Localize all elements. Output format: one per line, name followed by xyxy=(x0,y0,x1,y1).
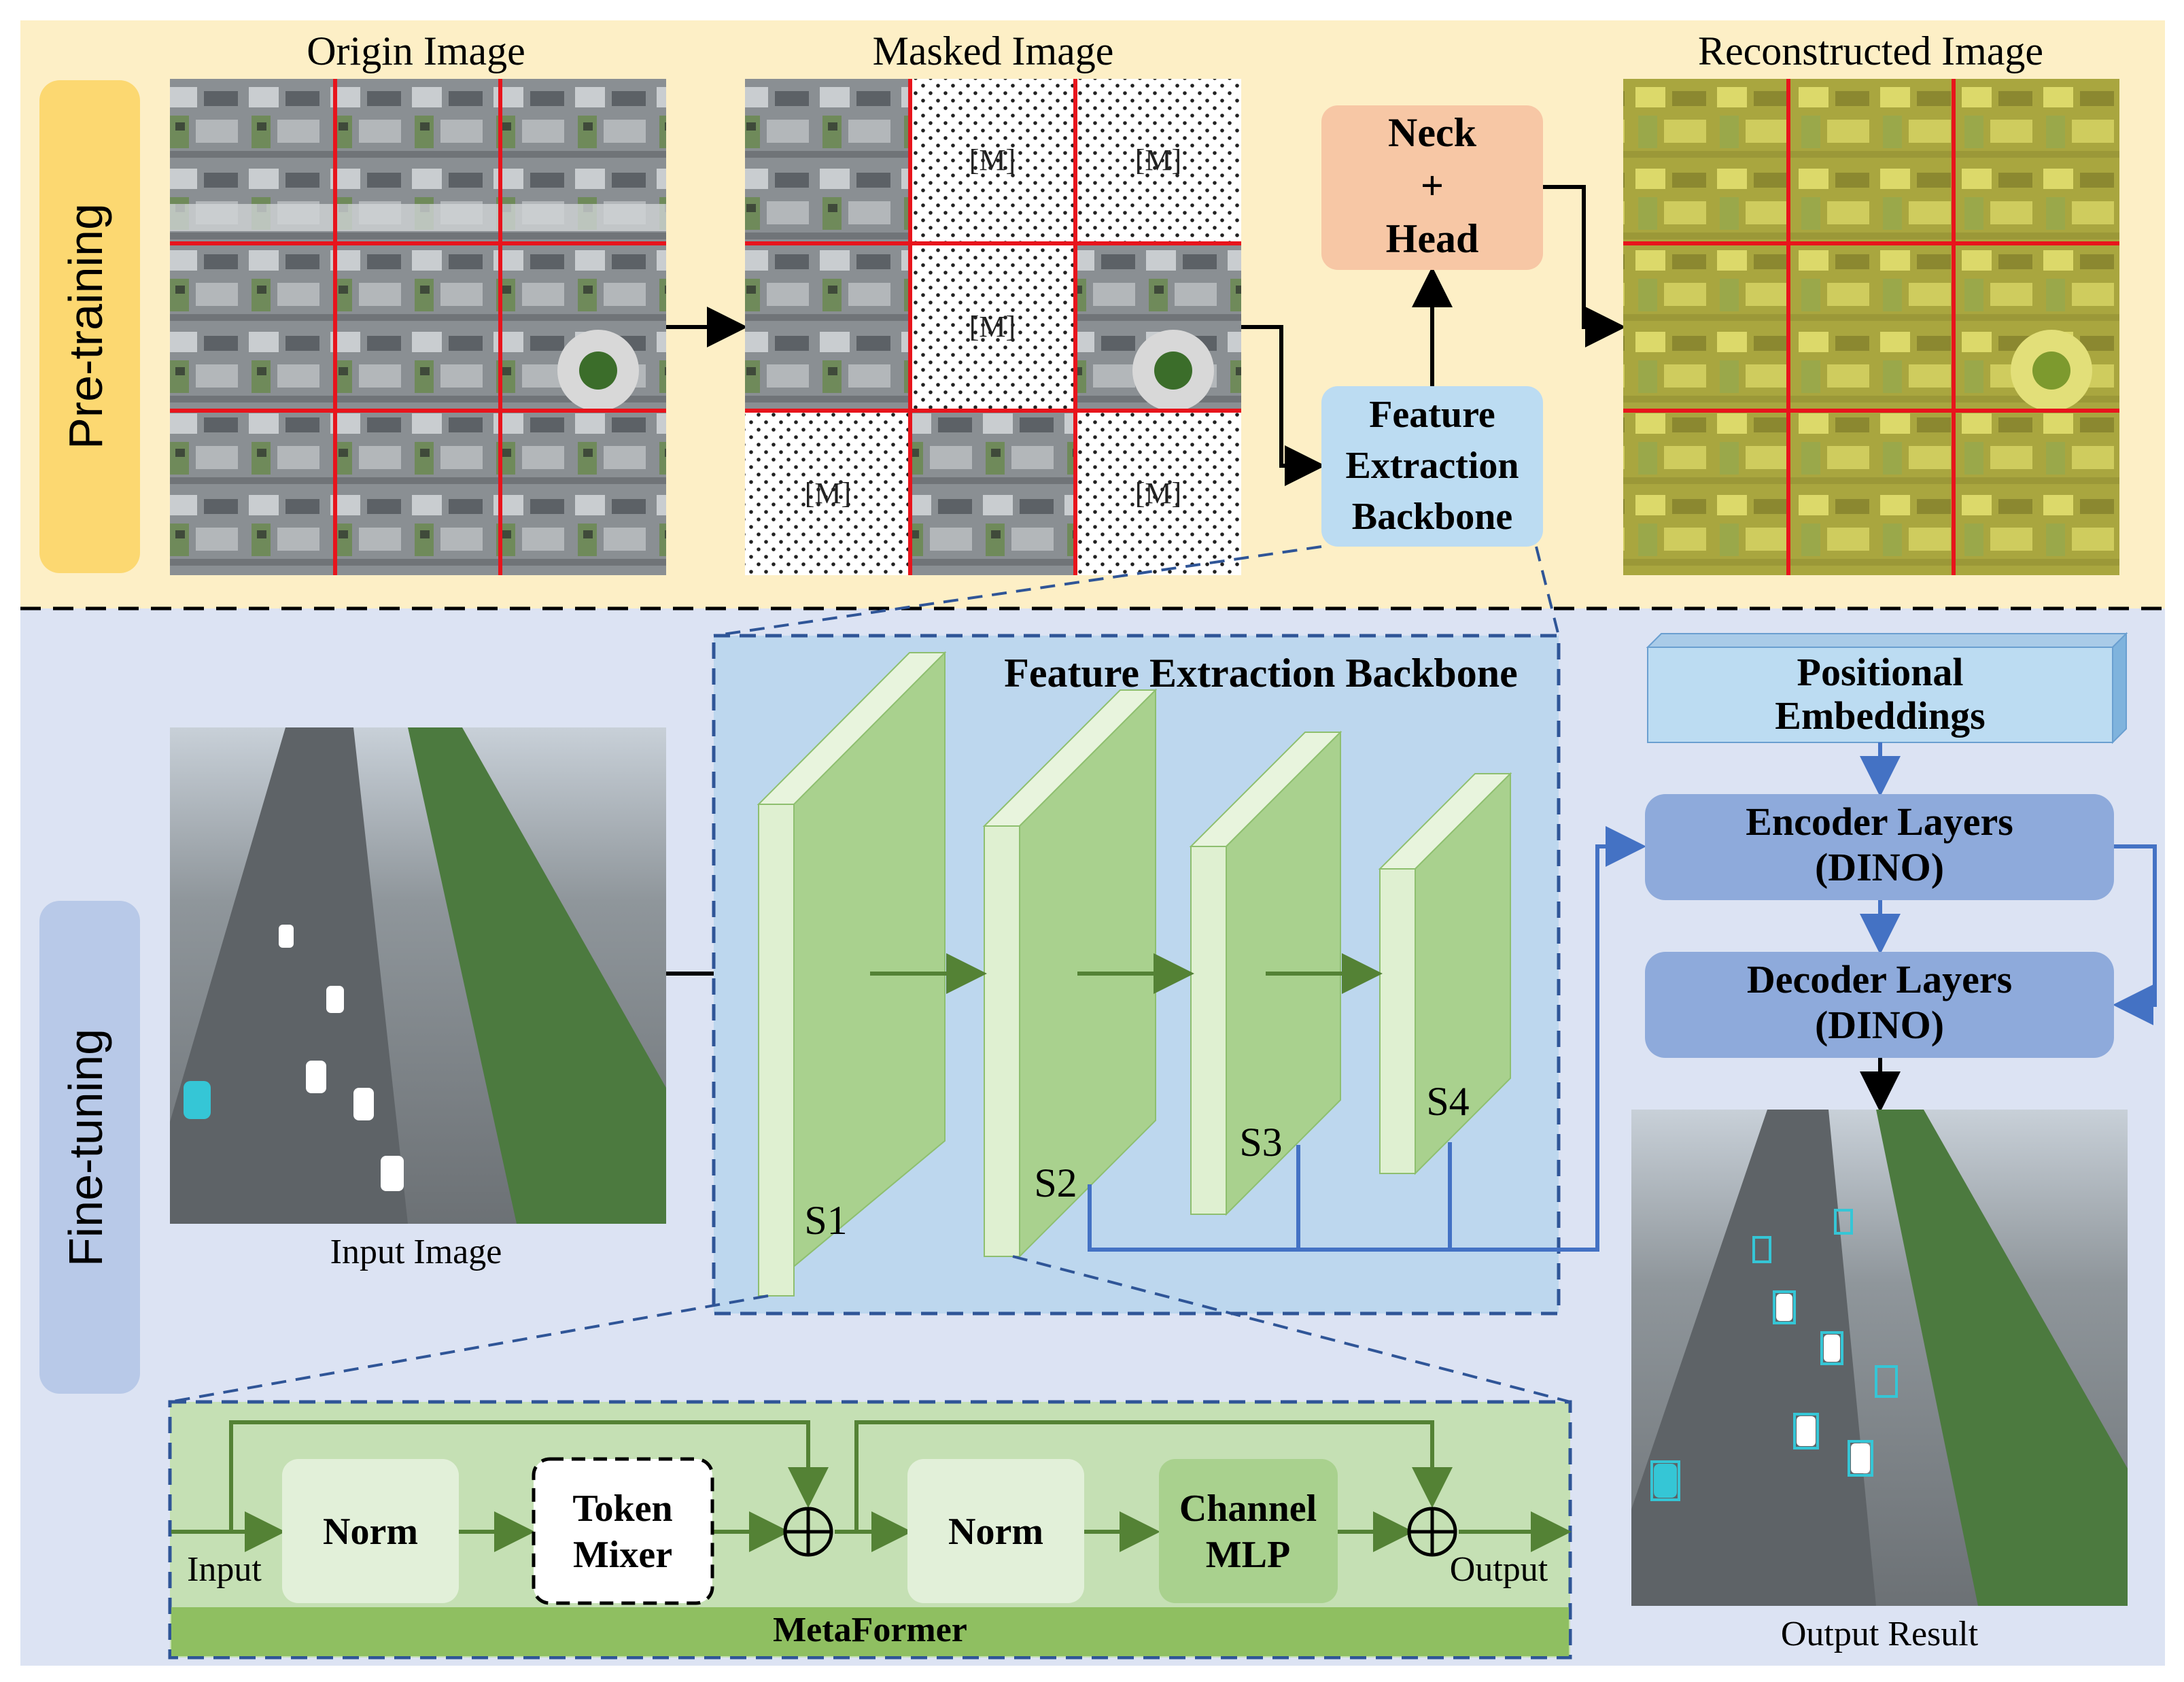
channel-mlp-line1: Channel xyxy=(1179,1488,1317,1530)
stage-s1-label: S1 xyxy=(804,1198,847,1243)
reconstructed-image xyxy=(1623,79,2119,575)
finetune-backbone-title: Feature Extraction Backbone xyxy=(1004,651,1517,696)
encoder-line2: (DINO) xyxy=(1815,845,1944,889)
decoder-line1: Decoder Layers xyxy=(1747,957,2012,1001)
stage-s2-label: S2 xyxy=(1034,1161,1077,1205)
mask-patch xyxy=(1075,79,1241,243)
token-mixer-line2: Mixer xyxy=(573,1534,672,1576)
add-node-1 xyxy=(783,1507,833,1557)
finetuning-label: Fine-tuning xyxy=(39,901,140,1394)
masked-image: [M] [M] [M] [M] [M] xyxy=(745,79,1241,575)
positional-line2: Embeddings xyxy=(1775,693,1985,738)
zoom-line-right xyxy=(1535,546,1560,636)
mask-token: [M] xyxy=(1135,143,1181,177)
positional-line1: Positional xyxy=(1797,650,1964,694)
decoder-box: Decoder Layers (DINO) xyxy=(1645,952,2114,1058)
pretrain-backbone-line1: Feature xyxy=(1369,394,1495,436)
metaformer-title: MetaFormer xyxy=(773,1611,967,1649)
norm-box-2: Norm xyxy=(907,1459,1084,1603)
token-mixer-box: Token Mixer xyxy=(532,1457,714,1605)
pretrain-backbone-box: Feature Extraction Backbone xyxy=(1321,386,1543,547)
arrow-encoder-skip xyxy=(2113,844,2157,1025)
mask-patch xyxy=(910,243,1075,411)
mask-token: [M] xyxy=(969,143,1016,177)
decoder-line2: (DINO) xyxy=(1815,1003,1944,1047)
encoder-box: Encoder Layers (DINO) xyxy=(1645,794,2114,900)
pretrain-backbone-line2: Extraction xyxy=(1345,445,1519,487)
input-image xyxy=(170,727,666,1224)
origin-image-title: Origin Image xyxy=(307,29,525,73)
norm-box-1: Norm xyxy=(282,1459,459,1603)
neck-line1: Neck xyxy=(1388,110,1477,155)
multiscale-connector xyxy=(1088,826,1646,1252)
neck-line3: Head xyxy=(1386,216,1479,261)
token-mixer-line1: Token xyxy=(572,1488,672,1530)
mask-patch xyxy=(745,411,910,575)
metaformer-output-label: Output xyxy=(1450,1550,1548,1589)
metaformer-block: MetaFormer Input Output xyxy=(168,1400,1572,1660)
mask-token: [M] xyxy=(805,477,851,510)
pretraining-label-text: Pre-training xyxy=(59,203,112,449)
origin-image xyxy=(170,79,666,575)
mask-token: [M] xyxy=(1135,477,1181,510)
norm-label-2: Norm xyxy=(948,1511,1043,1553)
output-result-caption: Output Result xyxy=(1781,1615,1979,1653)
channel-mlp-line2: MLP xyxy=(1206,1534,1290,1576)
arrow-neck-to-reconstructed xyxy=(1543,185,1626,347)
arrow-masked-to-backbone xyxy=(1241,325,1325,486)
metaformer-title-bar xyxy=(171,1607,1569,1656)
neck-head-box: Neck + Head xyxy=(1321,105,1543,270)
positional-embeddings-box: Positional Embeddings xyxy=(1646,632,2128,744)
mask-token: [M] xyxy=(969,310,1016,343)
masked-image-title: Masked Image xyxy=(873,29,1114,73)
reconstructed-image-title: Reconstructed Image xyxy=(1698,29,2043,73)
origin-grid xyxy=(170,79,666,575)
stage-s1: S1 xyxy=(757,651,947,1298)
pretrain-backbone-line3: Backbone xyxy=(1352,496,1513,538)
masked-grid xyxy=(745,79,1241,575)
output-image xyxy=(1631,1110,2128,1606)
stage-s4-label: S4 xyxy=(1426,1079,1469,1124)
finetuning-label-text: Fine-tuning xyxy=(59,1029,112,1267)
zoom-line-left xyxy=(713,545,1322,637)
stage-s4: S4 xyxy=(1378,772,1512,1175)
norm-label-1: Norm xyxy=(323,1511,418,1553)
mask-patch xyxy=(1075,411,1241,575)
reconstructed-grid xyxy=(1623,79,2119,575)
neck-line2: + xyxy=(1421,163,1444,208)
encoder-line1: Encoder Layers xyxy=(1746,800,2013,844)
pretraining-label: Pre-training xyxy=(39,80,140,573)
metaformer-input-label: Input xyxy=(187,1550,262,1589)
input-image-caption: Input Image xyxy=(330,1233,502,1271)
zoom-line-meta-left xyxy=(169,1294,769,1403)
stage-s3-label: S3 xyxy=(1239,1120,1282,1165)
mask-patch xyxy=(910,79,1075,243)
add-node-2 xyxy=(1407,1507,1457,1557)
channel-mlp-box: Channel MLP xyxy=(1159,1459,1338,1603)
